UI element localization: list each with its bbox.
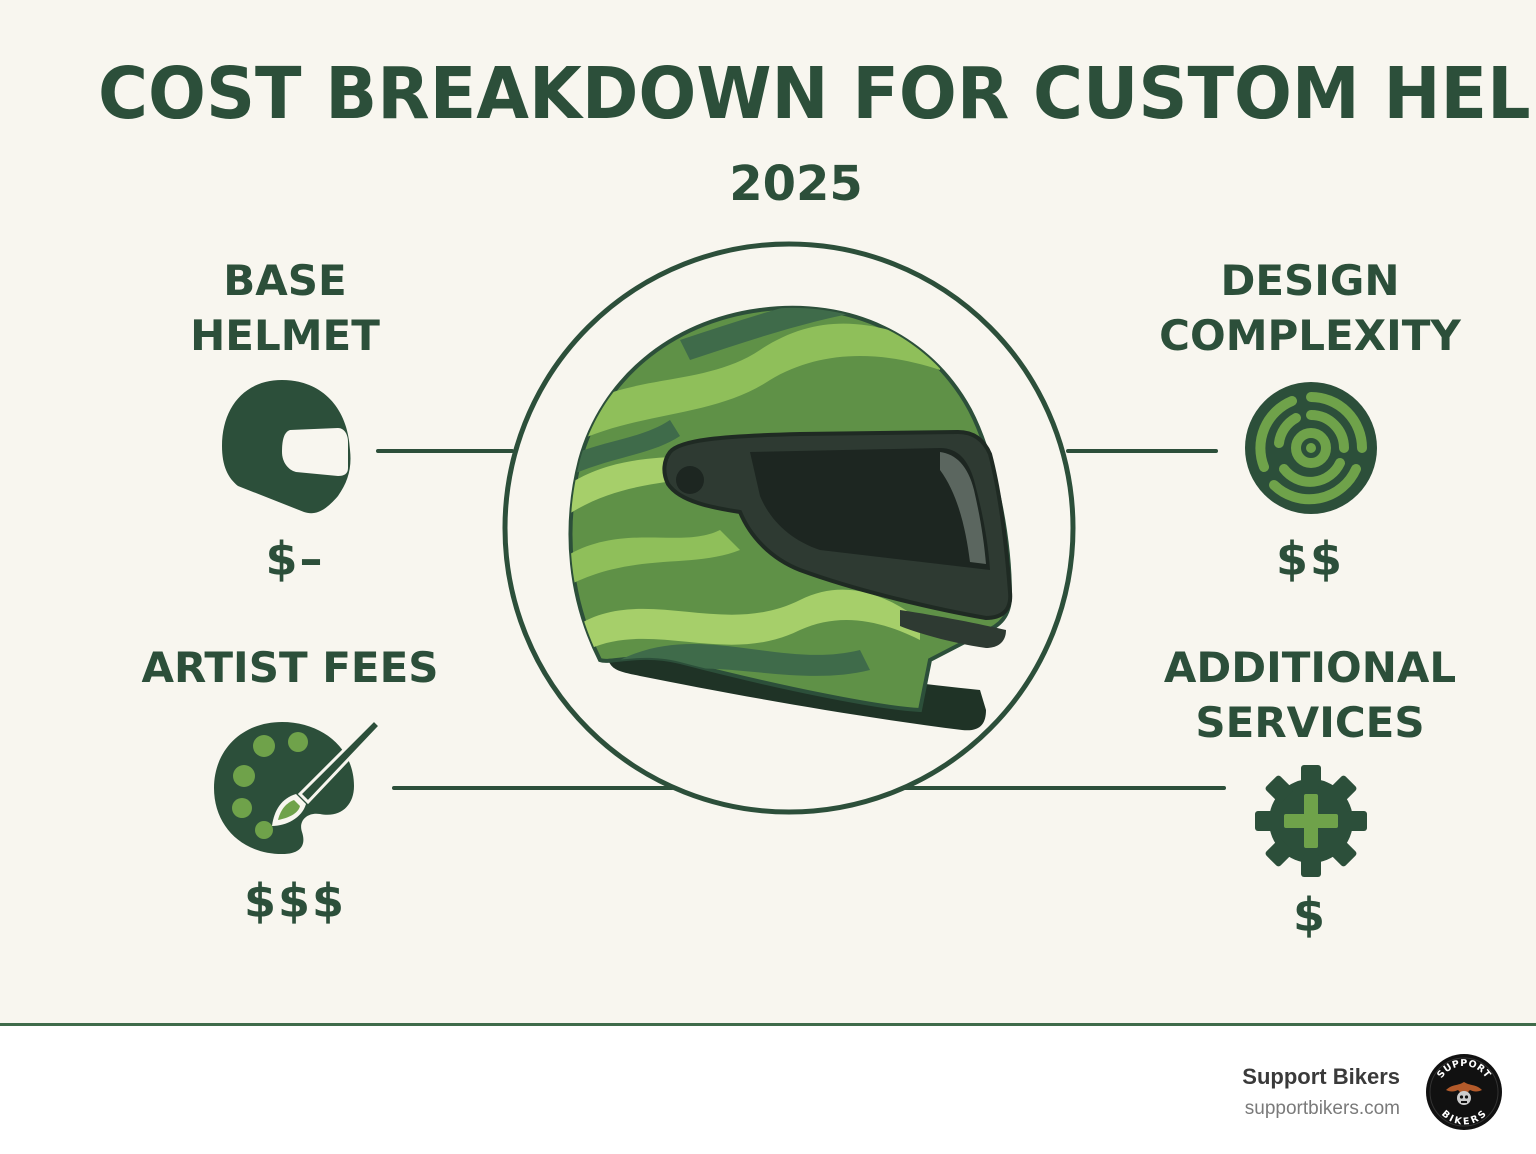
factor-price-additional-services: $ [1292,888,1327,942]
connector-artist-fees [392,786,674,790]
footer [0,1026,1536,1154]
factor-price-artist-fees: $$$ [243,874,347,928]
brand-name[interactable]: Support Bikers [1242,1064,1400,1089]
factor-label-line: DESIGN [1220,256,1400,305]
connector-design-complexity [1066,449,1218,453]
factor-price-base-helmet: $– [265,532,325,586]
connector-base-helmet [376,449,514,453]
green-helmet-illustration [502,241,1076,815]
factor-label-base-helmet: BASE HELMET [135,253,435,363]
helmet-icon [220,378,354,520]
factor-label-additional-services: ADDITIONAL SERVICES [1130,640,1490,750]
connector-additional-services [902,786,1226,790]
factor-label-line: ARTIST FEES [141,643,439,692]
footer-divider [0,1023,1536,1026]
brand-url[interactable]: supportbikers.com [1244,1098,1400,1119]
poster-title: COST BREAKDOWN FOR CUSTOM HELMET [98,52,1536,135]
factor-label-line: ADDITIONAL [1163,643,1457,692]
factor-label-line: HELMET [190,311,380,360]
infographic-poster: COST BREAKDOWN FOR CUSTOM HELMET 2025 BA… [0,0,1536,1024]
factor-price-design-complexity: $$ [1275,532,1344,586]
factor-label-line: SERVICES [1195,698,1425,747]
factor-label-line: BASE [223,256,347,305]
gear-plus-icon [1254,764,1368,882]
poster-subtitle: 2025 [729,156,863,212]
maze-icon [1244,381,1378,519]
support-bikers-logo[interactable]: SUPPORT BIKERS [1424,1052,1504,1132]
factor-label-line: COMPLEXITY [1159,311,1461,360]
factor-label-artist-fees: ARTIST FEES [130,640,450,695]
factor-label-design-complexity: DESIGN COMPLEXITY [1130,253,1490,363]
palette-brush-icon [212,717,384,862]
